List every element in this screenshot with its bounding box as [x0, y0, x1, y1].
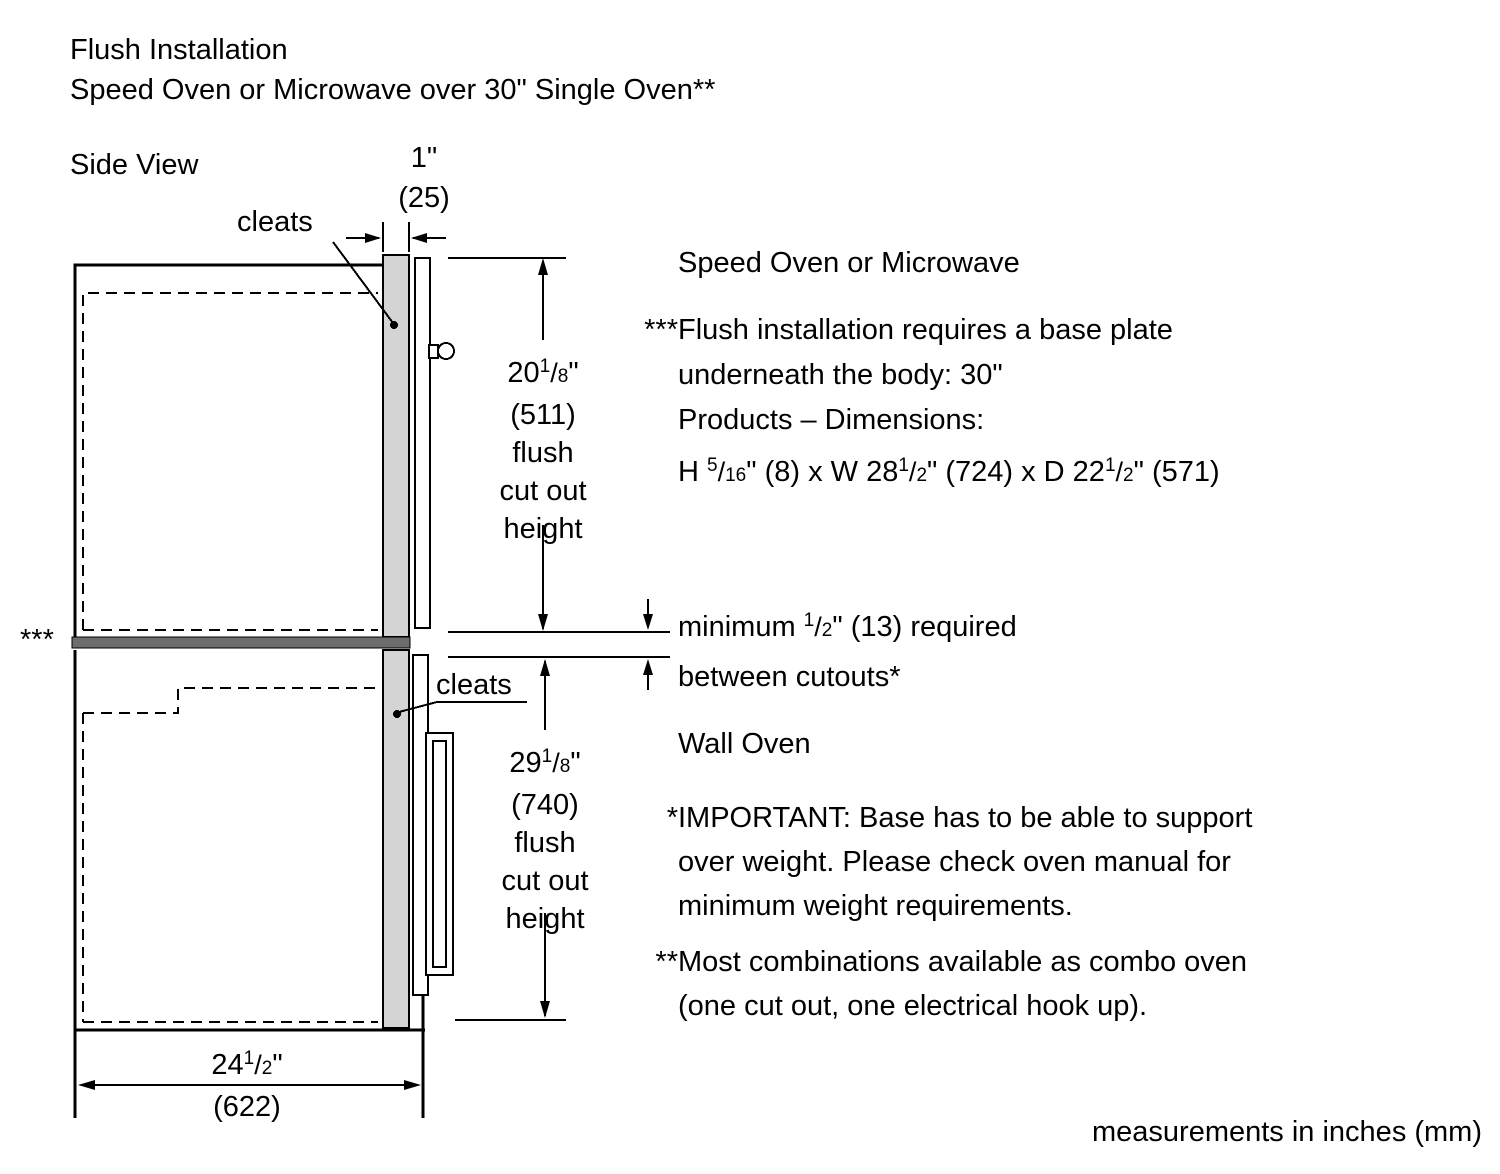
page-title: Flush Installation Speed Oven or Microwa…	[70, 30, 715, 110]
top-dim-label: 1" (25)	[374, 138, 474, 218]
lower-cutout-cap1: flush	[514, 827, 576, 859]
important-note-marker: *	[666, 802, 678, 834]
cleats-label-lower: cleats	[436, 669, 512, 701]
lower-cabinet-dashed	[82, 687, 378, 1023]
bottom-dim-inches: 241/2"	[211, 1048, 283, 1081]
flush-note-marker: ***	[644, 314, 678, 346]
flush-note-line2: underneath the body: 30"	[678, 359, 1003, 391]
upper-cabinet-dashed	[82, 292, 378, 631]
min-gap-line2: between cutouts*	[678, 661, 901, 693]
upper-oven-front	[414, 257, 431, 629]
page-title-line2: Speed Oven or Microwave over 30" Single …	[70, 74, 716, 106]
dim-upper-cutout	[448, 257, 670, 633]
upper-cutout-cap3: height	[503, 513, 583, 545]
combo-note-line2: (one cut out, one electrical hook up).	[678, 990, 1148, 1022]
lower-cutout-cap3: height	[505, 903, 585, 935]
dim-lower-cutout	[455, 659, 566, 1021]
upper-cutout-inches: 201/8"	[507, 356, 579, 389]
side-view-label: Side View	[70, 149, 199, 181]
lower-cutout-dim-label: 291/8" (740) flush cut out height	[470, 738, 620, 938]
upper-cutout-cap1: flush	[512, 437, 574, 469]
dim-top-width	[346, 222, 446, 252]
leader-lower-cleats	[393, 701, 527, 718]
base-plate	[71, 636, 411, 649]
important-note: * IMPORTANT: Base has to be able to supp…	[667, 796, 1253, 928]
min-gap-line1: minimum 1/2" (13) required	[678, 610, 1017, 643]
flush-install-note: *** Flush installation requires a base p…	[644, 308, 1220, 498]
speed-oven-label: Speed Oven or Microwave	[678, 247, 1020, 279]
leader-upper-cleats	[332, 241, 398, 329]
upper-cutout-cap2: cut out	[499, 475, 587, 507]
lower-cutout-inches: 291/8"	[509, 746, 581, 779]
important-note-line1: IMPORTANT: Base has to be able to suppor…	[678, 802, 1253, 834]
lower-cleat-strip	[382, 649, 410, 1029]
top-dim-mm: (25)	[398, 182, 450, 214]
lower-cutout-cap2: cut out	[501, 865, 589, 897]
door-knob-icon	[428, 342, 455, 360]
footer-units-note: measurements in inches (mm)	[1092, 1116, 1482, 1148]
lower-cutout-mm: (740)	[511, 789, 579, 821]
combo-note-marker: **	[655, 946, 678, 978]
flush-note-line3: Products – Dimensions:	[678, 404, 985, 436]
upper-cabinet-outline	[73, 263, 383, 637]
page-title-line1: Flush Installation	[70, 34, 288, 66]
cleats-label-upper: cleats	[237, 206, 313, 238]
base-plate-asterisks: ***	[20, 624, 54, 656]
bottom-dim-mm: (622)	[213, 1091, 281, 1123]
oven-door	[425, 732, 454, 976]
upper-cleat-strip	[382, 254, 410, 638]
dim-bottom-width	[78, 1080, 421, 1090]
wall-oven-label: Wall Oven	[678, 728, 811, 760]
important-note-line3: minimum weight requirements.	[678, 890, 1073, 922]
flush-note-line1: Flush installation requires a base plate	[678, 314, 1173, 346]
combo-note-line1: Most combinations available as combo ove…	[678, 946, 1248, 978]
upper-cutout-mm: (511)	[510, 399, 576, 431]
min-gap-note: minimum 1/2" (13) required between cutou…	[678, 598, 1017, 700]
top-dim-inches: 1"	[410, 142, 438, 174]
upper-cutout-dim-label: 201/8" (511) flush cut out height	[468, 348, 618, 548]
important-note-line2: over weight. Please check oven manual fo…	[678, 846, 1231, 878]
dim-min-gap	[448, 599, 670, 690]
combo-note: ** Most combinations available as combo …	[655, 940, 1248, 1028]
lower-cabinet-outline	[73, 650, 425, 1118]
flush-note-dimensions: H 5/16" (8) x W 281/2" (724) x D 221/2" …	[678, 455, 1220, 488]
